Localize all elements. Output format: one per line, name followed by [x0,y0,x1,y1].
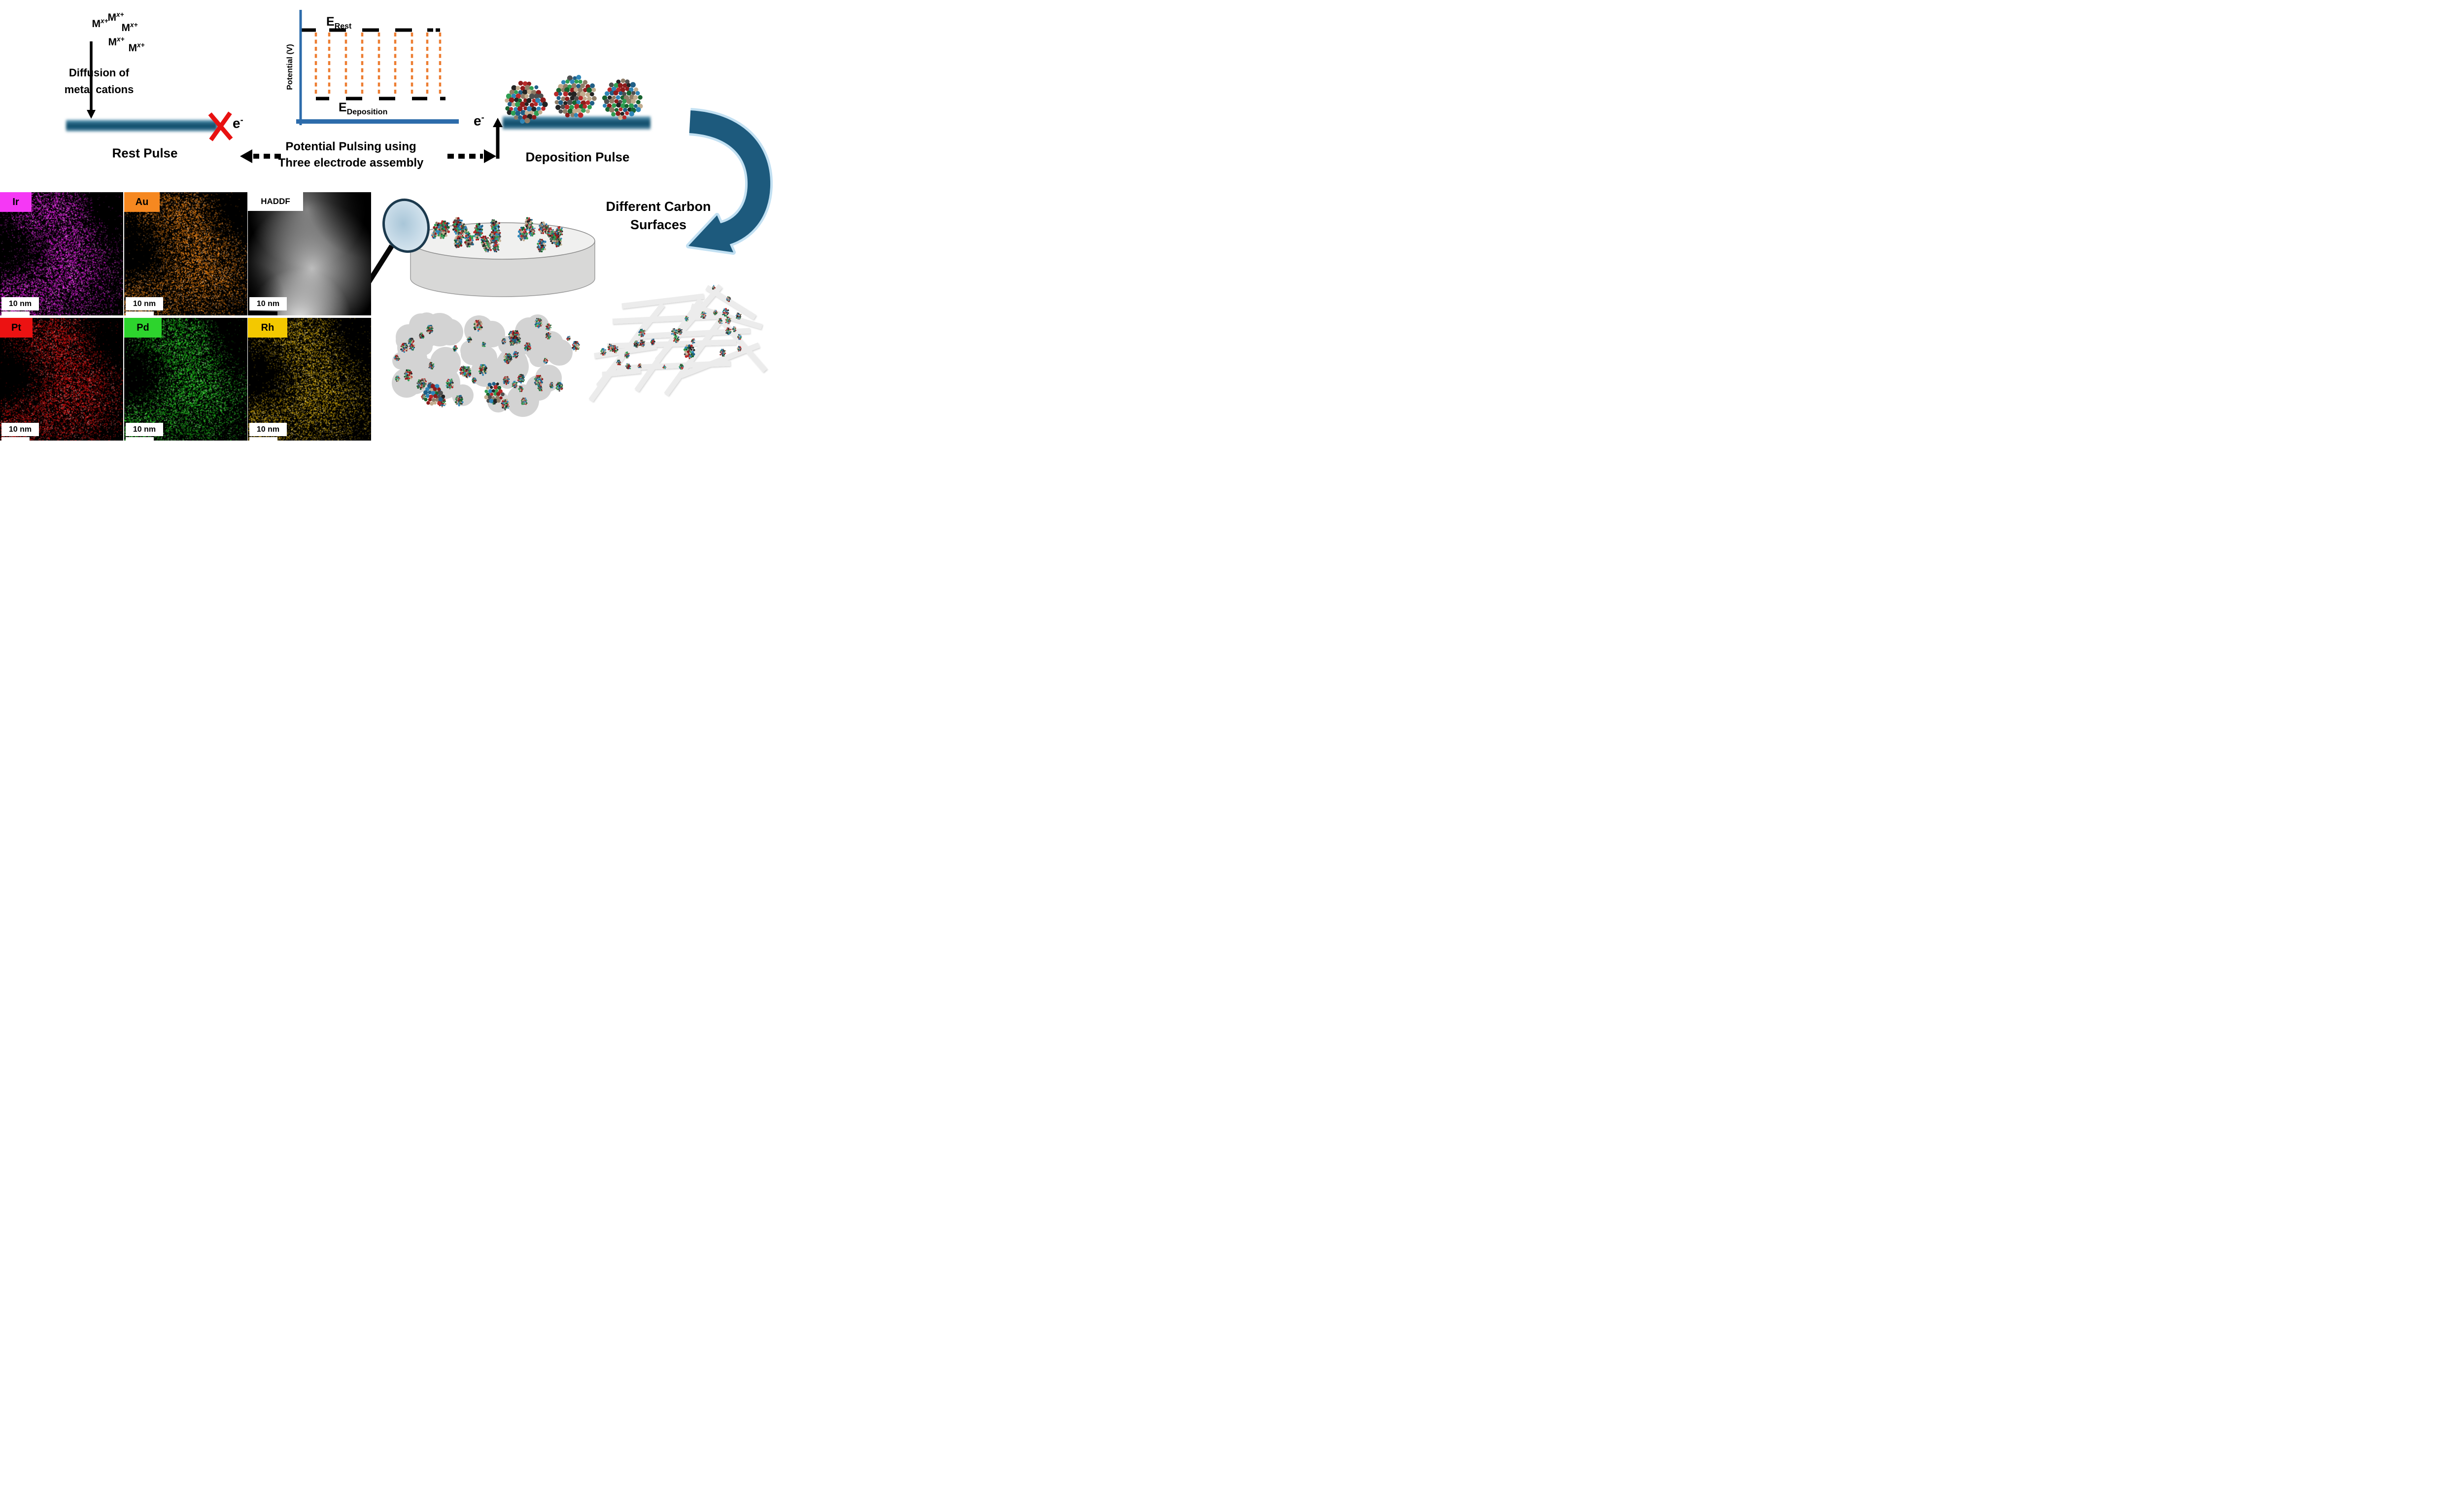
eds-label-pt: Pt [0,318,33,338]
cation-label: Mx+ [107,11,124,23]
scale-bar [126,437,154,441]
y-axis-label: Potential (V) [286,44,294,90]
scale-label: 10 nm [249,423,287,436]
scale-label: 10 nm [1,297,39,310]
scale-bar [126,311,154,315]
disc-nanoparticles [431,217,563,253]
eds-map-pt [0,318,123,441]
carbon-surfaces-title: Different Carbon Surfaces [606,199,711,232]
cation-label: Mx+ [108,35,125,48]
scale-label: 10 nm [126,297,163,310]
eds-label-pd: Pd [124,318,162,338]
dashed-arrow-right-icon [447,149,496,163]
eds-map-pd [124,318,247,441]
eds-panel-pd: Pd 10 nm [124,318,247,441]
eds-map-au [124,192,247,315]
scale-label: 10 nm [249,297,287,310]
eds-panel-au: Au 10 nm [124,192,247,315]
deposited-nanoparticles [505,74,643,124]
eds-panel-ir: Ir 10 nm [0,192,123,315]
diffusion-down-arrow [87,41,96,119]
scale-bar [249,311,277,315]
e-deposition-label: EDeposition [339,101,388,116]
electron-label-deposition: e- [474,112,484,129]
diffusion-caption: Diffusion of metal cations [64,67,134,96]
electron-label-rest: e- [233,115,243,131]
cation-label: Mx+ [92,17,108,30]
eds-map-haddf [248,192,371,315]
figure-canvas: Mx+ Mx+ Mx+ Mx+ Mx+ Diffusion of metal c… [0,0,773,441]
potential-pulse-graph [296,10,459,125]
eds-label-au: Au [124,192,160,212]
eds-label-haddf: HADDF [248,192,303,211]
e-rest-label: ERest [326,15,352,31]
dashed-arrow-left-icon [240,149,281,163]
rest-pulse-title: Rest Pulse [112,145,178,161]
scale-bar [1,311,30,315]
eds-panel-haddf: HADDF 10 nm [248,192,371,315]
figure-art [66,10,773,417]
deposition-pulse-title: Deposition Pulse [525,149,630,165]
eds-label-rh: Rh [248,318,287,338]
eds-map-rh [248,318,371,441]
cation-label: Mx+ [128,41,145,54]
scale-bar [1,437,30,441]
pulsing-caption: Potential Pulsing using Three electrode … [278,140,424,170]
carbon-black-agglomerate [392,312,580,417]
eds-panel-pt: Pt 10 nm [0,318,123,441]
scale-label: 10 nm [1,423,39,436]
scale-bar [249,437,277,441]
cation-label: Mx+ [121,21,138,34]
scale-label: 10 nm [126,423,163,436]
curved-transfer-arrow-icon [686,108,773,255]
carbon-nanofibers [588,284,768,402]
eds-label-ir: Ir [0,192,32,212]
electron-up-arrow [493,118,503,159]
eds-panel-rh: Rh 10 nm [248,318,371,441]
blocked-electron-x-icon [208,111,233,141]
rest-electrode-bar [66,120,217,132]
eds-map-ir [0,192,123,315]
